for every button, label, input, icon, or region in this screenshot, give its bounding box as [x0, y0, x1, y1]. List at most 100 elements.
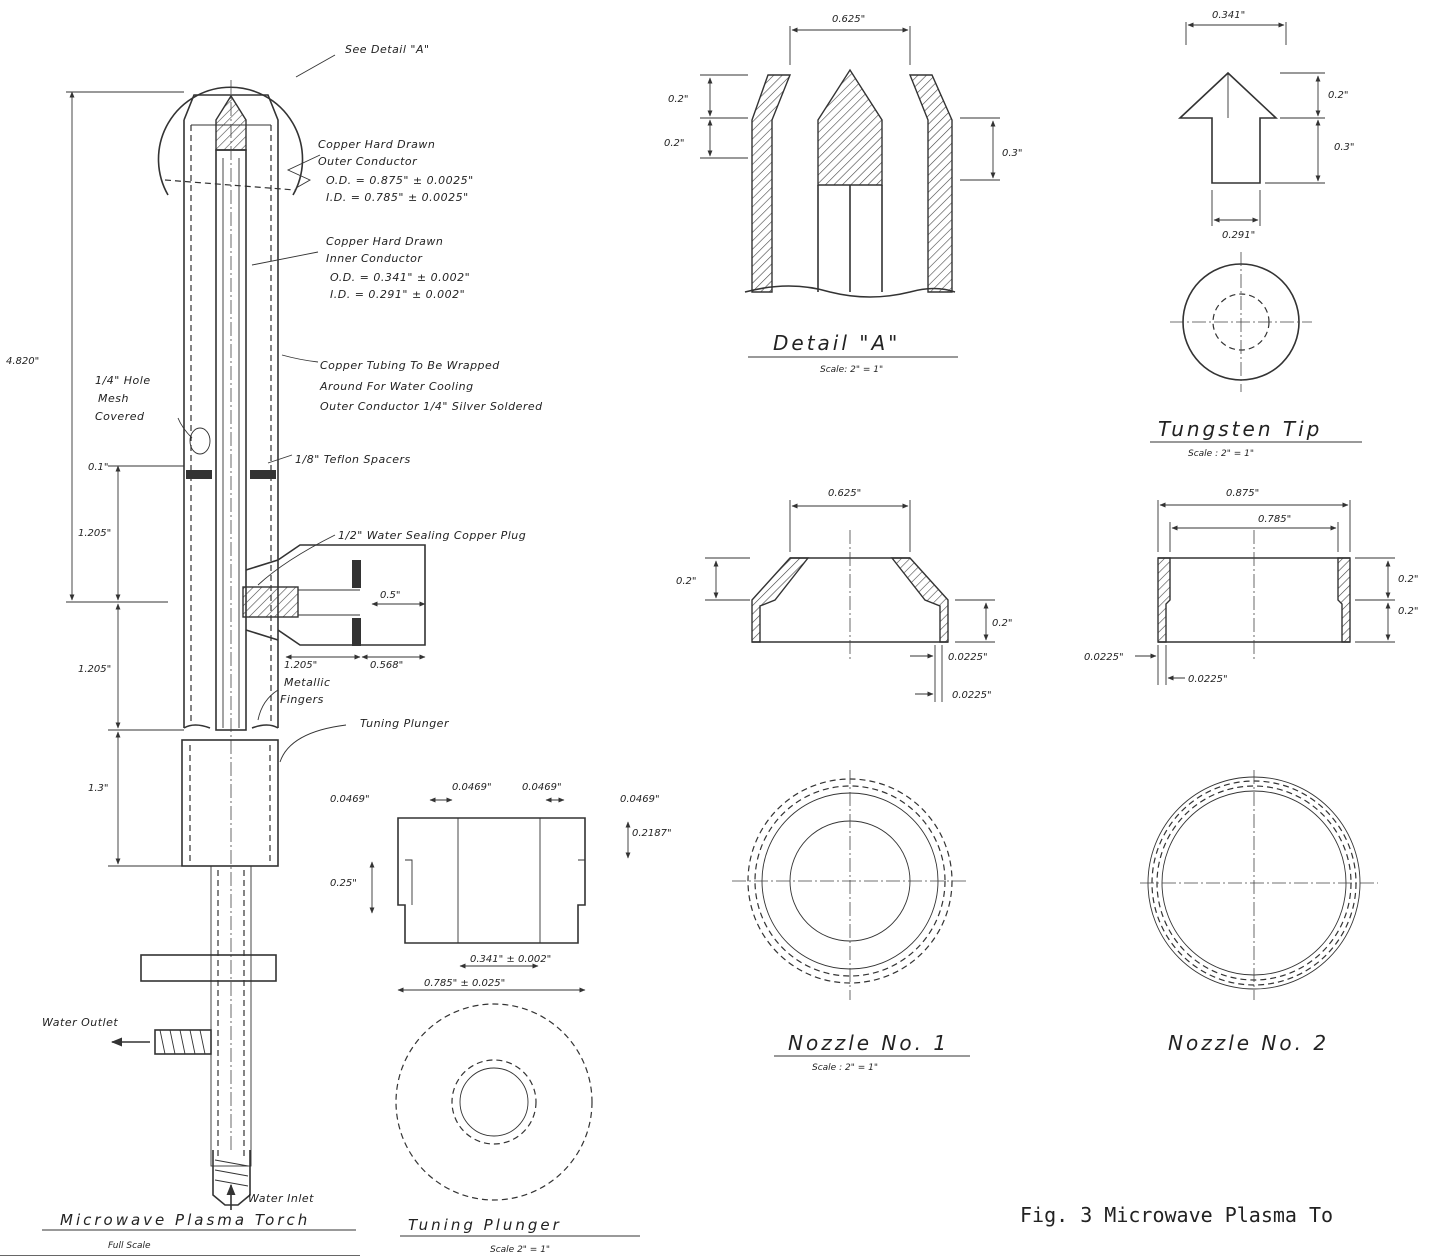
plunger-mid-circle — [451, 1059, 537, 1145]
inner-stem — [210, 865, 252, 1167]
torch-assembly-view: See Detail "A" Copper Hard Drawn Outer C… — [0, 43, 543, 1256]
dim-0469-b: 0.0469" — [452, 782, 492, 793]
tip-03: 0.3" — [1334, 142, 1355, 153]
mounting-flange — [140, 954, 277, 982]
dim-0568: 0.568" — [370, 660, 403, 671]
n2-0225a: 0.0225" — [1084, 652, 1124, 663]
teflon-spacer-left — [186, 470, 212, 479]
plug-leader — [257, 534, 336, 586]
nozzle-1-view: 0.625" 0.2" 0.2" 0.0225" 0.0225" Nozzle … — [676, 488, 1013, 1073]
plunger-outer-circle — [395, 1003, 593, 1201]
dim-025: 0.25" — [330, 878, 357, 889]
nozzle-2-view: 0.875" 0.785" 0.2" 0.2" 0.0225" 0.0225" … — [1084, 488, 1419, 1055]
tungsten-tip-scale: Scale : 2" = 1" — [1188, 449, 1254, 459]
torch-tungsten-tip — [215, 94, 247, 151]
detail-a-title: Detail "A" — [773, 331, 900, 355]
detail-a-view: 0.625" 0.2" 0.2" 0.3" Detail "A" Scale: … — [664, 14, 1023, 375]
water-inlet-label: Water Inlet — [248, 1192, 314, 1205]
n1-02a: 0.2" — [676, 576, 697, 587]
tungsten-tip-title: Tungsten Tip — [1158, 417, 1322, 441]
inner-conductor-line4: I.D. = 0.291" ± 0.002" — [330, 288, 465, 301]
n2-02a: 0.2" — [1398, 574, 1419, 585]
outer-conductor-line4: I.D. = 0.785" ± 0.0025" — [326, 191, 469, 204]
inlet-threads — [214, 1159, 249, 1187]
nozzle2-left-wall — [1157, 557, 1171, 643]
detail-a-left-wall — [751, 74, 792, 293]
nozzle1-right-wall — [890, 557, 949, 643]
inner-conductor-line2: Inner Conductor — [326, 252, 423, 265]
detail-cut-line — [164, 179, 296, 191]
plug-label: 1/2" Water Sealing Copper Plug — [338, 529, 526, 542]
nozzle1-left-wall — [751, 557, 810, 643]
nozzle1-title: Nozzle No. 1 — [788, 1031, 949, 1055]
outer-conductor-line2: Outer Conductor — [318, 155, 418, 168]
hole-line2: Mesh — [98, 392, 129, 405]
tubing-line1: Copper Tubing To Be Wrapped — [320, 359, 500, 372]
detail-a-scale: Scale: 2" = 1" — [820, 365, 883, 375]
dim-1205c: 1.205" — [284, 660, 317, 671]
torch-title: Microwave Plasma Torch — [60, 1211, 310, 1229]
inner-conductor-line3: O.D. = 0.341" ± 0.002" — [330, 271, 470, 284]
fingers-line2: Fingers — [280, 693, 324, 706]
torch-scale: Full Scale — [108, 1241, 151, 1251]
fingers-leader — [257, 689, 279, 721]
dim-1205a: 1.205" — [78, 528, 111, 539]
plunger-step — [405, 859, 585, 905]
water-outlet-fitting — [154, 1029, 212, 1055]
dim-a-0625: 0.625" — [832, 14, 865, 25]
dim-a-03: 0.3" — [1002, 148, 1023, 159]
inner-conductor-line1: Copper Hard Drawn — [326, 235, 443, 248]
dim-0469-c: 0.0469" — [522, 782, 562, 793]
dim-0785: 0.785" ± 0.025" — [424, 978, 505, 989]
nozzle2-title: Nozzle No. 2 — [1168, 1031, 1329, 1055]
n2-0225b: 0.0225" — [1188, 674, 1228, 685]
outer-conductor-leader — [286, 154, 321, 189]
nozzle2-right-wall — [1337, 557, 1351, 643]
dim-13: 1.3" — [88, 783, 109, 794]
dim-2187: 0.2187" — [632, 828, 672, 839]
tubing-leader — [281, 354, 319, 363]
outlet-threads — [159, 1029, 206, 1055]
see-detail-label: See Detail "A" — [345, 43, 430, 56]
outer-conductor — [183, 94, 279, 728]
side-port-taper — [245, 559, 279, 641]
plunger-profile — [397, 817, 586, 944]
tungsten-tip-view: 0.341" 0.2" 0.3" 0.291" Tungsten Tip Sca… — [1150, 10, 1362, 459]
plunger-title: Tuning Plunger — [408, 1216, 562, 1234]
plunger-leader — [279, 724, 347, 763]
plunger-bore-circle — [459, 1067, 529, 1137]
dim-0341: 0.341" ± 0.002" — [470, 954, 551, 965]
dim-05: 0.5" — [380, 590, 401, 601]
see-detail-leader — [295, 54, 336, 78]
detail-a-break-line — [744, 285, 956, 298]
n1-02b: 0.2" — [992, 618, 1013, 629]
tubing-line2: Around For Water Cooling — [319, 380, 474, 393]
tuning-plunger-view: 0.0469" 0.0469" 0.0469" 0.0469" 0.2187" … — [330, 782, 672, 1255]
detail-a-tip — [817, 68, 883, 186]
dim-total: 4.820" — [6, 356, 39, 367]
n2-0785: 0.785" — [1258, 514, 1291, 525]
hole-line3: Covered — [95, 410, 145, 423]
dim-a-02a: 0.2" — [668, 94, 689, 105]
n1-0225a: 0.0225" — [948, 652, 988, 663]
fingers-line1: Metallic — [284, 676, 331, 689]
n2-02b: 0.2" — [1398, 606, 1419, 617]
teflon-spacer-right — [250, 470, 276, 479]
dim-0469-a: 0.0469" — [330, 794, 370, 805]
port-seal-upper — [352, 560, 361, 588]
hole-line1: 1/4" Hole — [95, 374, 151, 387]
spacers-label: 1/8" Teflon Spacers — [295, 453, 411, 466]
figure-caption: Fig. 3 Microwave Plasma To — [1020, 1203, 1334, 1227]
dim-a-02b: 0.2" — [664, 138, 685, 149]
detail-a-inner-conductor — [817, 185, 883, 292]
tuning-plunger-section — [181, 739, 279, 867]
tungsten-tip-profile — [1177, 71, 1279, 184]
detail-a-callout-circle — [157, 86, 304, 196]
inner-conductor-leader — [251, 251, 319, 266]
tubing-line3: Outer Conductor 1/4" Silver Soldered — [320, 400, 543, 413]
outer-conductor-line1: Copper Hard Drawn — [318, 138, 435, 151]
hole-leader — [177, 417, 193, 439]
n1-0225b: 0.0225" — [952, 690, 992, 701]
plunger-scale: Scale 2" = 1" — [490, 1245, 550, 1255]
